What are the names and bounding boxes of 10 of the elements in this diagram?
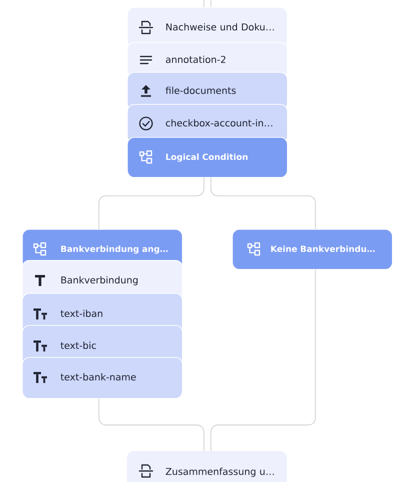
connector-line xyxy=(203,0,204,8)
connector-line xyxy=(98,398,204,452)
connector-line xyxy=(98,177,204,230)
connector-line xyxy=(210,269,316,452)
item-card: Zusammenfassung u… xyxy=(127,451,287,482)
connector-line xyxy=(210,0,212,8)
condition-card: Logical Condition xyxy=(127,137,288,178)
condition-card: Keine Bankverbindu… xyxy=(232,229,393,270)
item-card: text-bank-name xyxy=(22,357,183,399)
connector-line xyxy=(210,177,316,230)
